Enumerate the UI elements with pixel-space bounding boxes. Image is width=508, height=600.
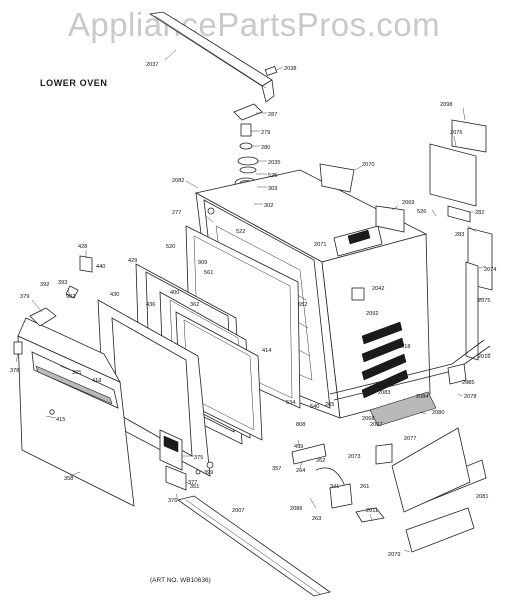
part-label: 358: [64, 476, 73, 482]
part-label: 2078: [464, 394, 476, 400]
part-label: 351: [190, 484, 199, 490]
part-label: 376: [168, 498, 177, 504]
part-label: 2069: [402, 200, 414, 206]
part-label: 2084: [416, 394, 428, 400]
part-label: 2083: [378, 390, 390, 396]
watermark-text: AppliancePartsPros.com: [67, 6, 441, 43]
part-label: 932: [66, 294, 75, 300]
part-label: 280: [261, 145, 270, 151]
part-label: 2098: [440, 102, 452, 108]
part-label: 2035: [268, 160, 280, 166]
part-label: 2085: [462, 380, 474, 386]
part-number-labels: 2037 2038 287 279 280 2035 525 303 302 2…: [10, 62, 496, 558]
part-label: 2082: [172, 178, 184, 184]
part-label: 561: [204, 270, 213, 276]
oven-door-outer: [17, 317, 135, 507]
part-label: 377: [188, 480, 197, 486]
part-label: 2011: [366, 508, 378, 514]
part-label: 2077: [404, 436, 416, 442]
part-label: 264: [296, 468, 305, 474]
part-label: 2076: [450, 130, 462, 136]
part-label: 909: [198, 260, 207, 266]
part-label: 436: [146, 302, 155, 308]
part-label: 2086: [290, 506, 302, 512]
part-label: 393: [58, 280, 67, 286]
part-label: 341: [330, 484, 339, 490]
part-label: 413: [92, 378, 101, 384]
part-label: 2018: [398, 344, 410, 350]
part-label: 282: [475, 210, 484, 216]
part-label: 430: [110, 292, 119, 298]
part-label: 428: [78, 244, 87, 250]
part-label: 279: [261, 130, 270, 136]
part-label: 525: [268, 173, 277, 179]
part-label: 400: [170, 290, 179, 296]
part-label: 520: [166, 244, 175, 250]
part-label: 357: [272, 466, 281, 472]
part-label: 263: [312, 516, 321, 522]
part-label: 287: [268, 112, 277, 118]
part-label: 440: [96, 264, 105, 270]
part-label: 378: [10, 368, 19, 374]
part-label: 303: [268, 186, 277, 192]
part-label: 265: [325, 402, 334, 408]
rear-panels: [429, 119, 493, 361]
part-label: 2067: [370, 422, 382, 428]
part-label: 415: [56, 417, 65, 423]
heating-elements: [329, 339, 491, 427]
part-label: 522: [236, 229, 245, 235]
part-label: 399: [204, 470, 213, 476]
part-label: 459: [294, 444, 303, 450]
part-label: 540: [310, 404, 319, 410]
part-label: 2075: [478, 298, 490, 304]
part-label: 2016: [478, 354, 490, 360]
part-label: 2071: [314, 242, 326, 248]
part-label: 414: [262, 348, 271, 354]
section-title: LOWER OVEN: [40, 78, 108, 88]
part-label: 379: [20, 294, 29, 300]
door-hinges: [159, 429, 187, 491]
part-label: 2073: [348, 454, 360, 460]
part-label: 2007: [232, 508, 244, 514]
insulation-strips: [361, 321, 409, 399]
part-label: 526: [417, 209, 426, 215]
leader-lines: [15, 49, 491, 553]
part-label: 365: [72, 370, 81, 376]
part-label: 302: [264, 203, 273, 209]
part-label: 2079: [388, 552, 400, 558]
part-label: 2074: [484, 267, 496, 273]
part-label: 2038: [284, 66, 296, 72]
part-label: 2081: [476, 494, 488, 500]
part-label: 375: [194, 455, 203, 461]
clip-part: [264, 65, 278, 77]
part-label: 2092: [366, 311, 378, 317]
small-parts-left: [13, 207, 215, 475]
part-label: 392: [40, 282, 49, 288]
top-trim-part: [148, 11, 275, 103]
part-label: 362: [190, 302, 199, 308]
part-label: 277: [172, 210, 181, 216]
part-label: 2080: [432, 410, 444, 416]
part-label: 261: [360, 484, 369, 490]
part-label: 429: [128, 258, 137, 264]
part-label: 652: [298, 302, 307, 308]
part-label: 2070: [362, 162, 374, 168]
part-label: 2068: [362, 416, 374, 422]
part-label: 2037: [146, 62, 158, 68]
bottom-trim-parts: [177, 427, 487, 597]
part-label: 808: [296, 422, 305, 428]
art-number: (ART NO. WB10636): [150, 577, 211, 584]
part-label: 262: [316, 458, 325, 464]
part-label: 2042: [372, 286, 384, 292]
part-label: 283: [455, 232, 464, 238]
part-label: 534: [286, 400, 295, 406]
